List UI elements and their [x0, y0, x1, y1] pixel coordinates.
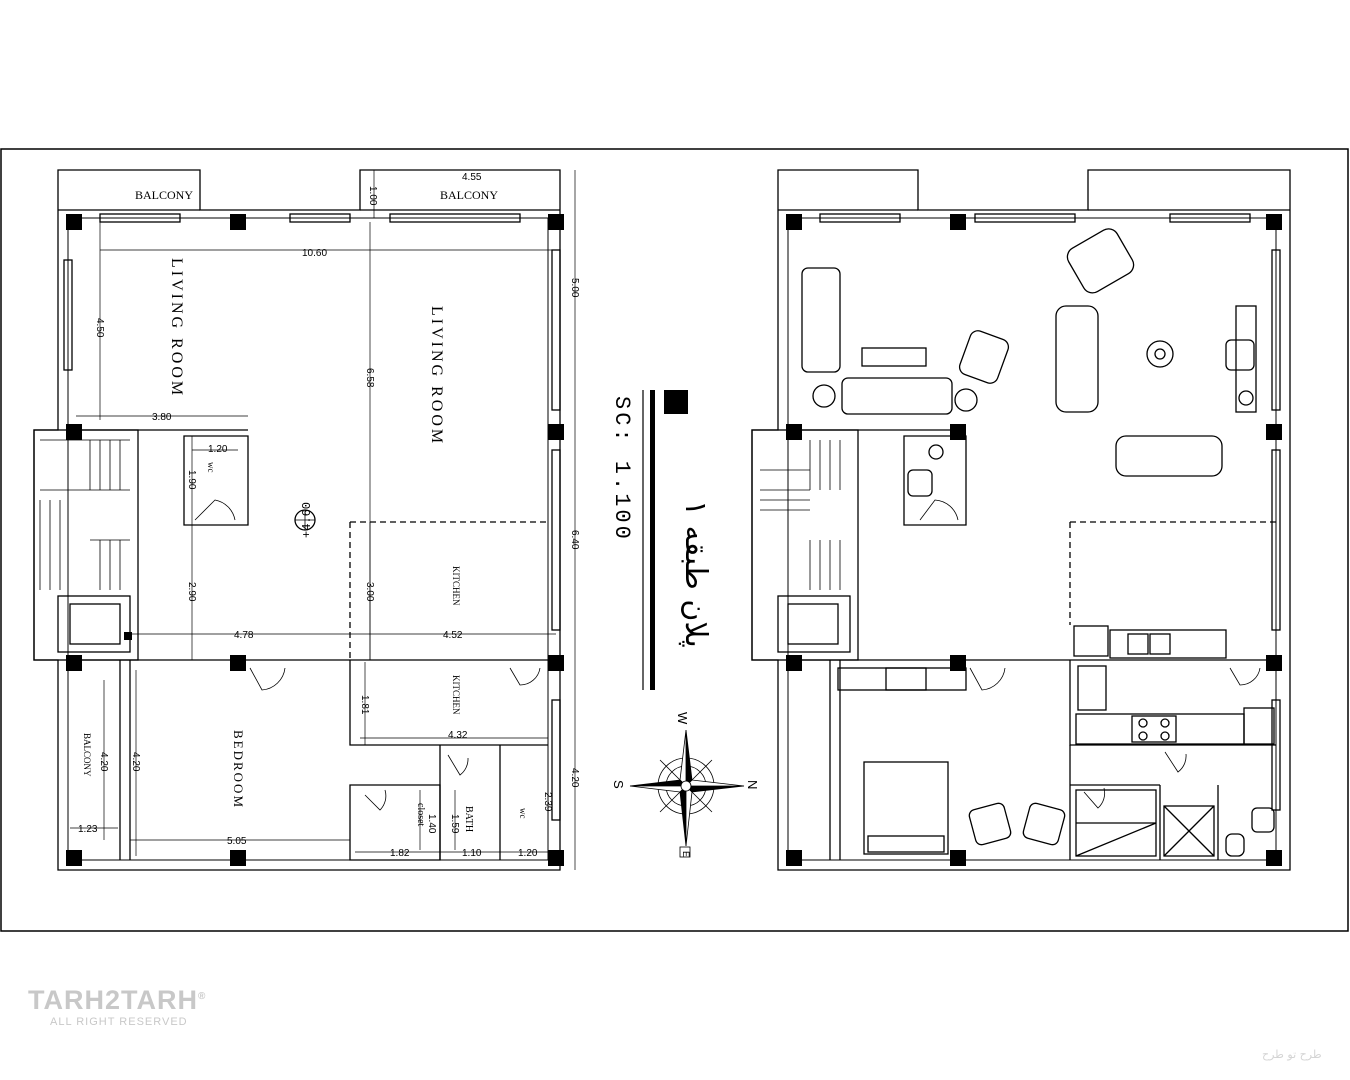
dim-420b: 4.20	[130, 752, 141, 772]
balcony-side-label: BALCONY	[82, 733, 92, 777]
living-room-b-label: LIVING ROOM	[428, 306, 445, 446]
dim-120a: 1.20	[208, 444, 228, 455]
compass-s: S	[611, 780, 626, 789]
watermark-rights: ALL RIGHT RESERVED	[50, 1016, 188, 1028]
title-square	[664, 390, 688, 414]
plan-labels: BALCONY BALCONY LIVING ROOM LIVING ROOM …	[82, 188, 528, 832]
dim-100: 1.00	[367, 186, 378, 206]
dim-120b: 1.20	[518, 848, 538, 859]
dim-239: 2.39	[542, 792, 553, 812]
dim-420c: 4.20	[569, 768, 580, 788]
dim-432: 4.32	[448, 730, 468, 741]
balcony-left-label: BALCONY	[135, 188, 193, 202]
kitchen-lower-label: KITCHEN	[451, 675, 461, 715]
outer-wall-furnished	[751, 169, 1291, 871]
north-arrow	[629, 729, 745, 858]
sheet-frame	[0, 148, 1349, 932]
scale-label: SC: 1.100	[609, 396, 634, 542]
dim-450: 4.50	[94, 318, 105, 338]
dim-1060: 10.60	[302, 248, 327, 259]
dim-140: 1.40	[426, 814, 437, 834]
dim-658: 6.58	[364, 368, 375, 388]
title-bar-thick	[650, 390, 655, 690]
bedroom-label: BEDROOM	[231, 730, 246, 809]
watermark-brand: TARH2TARH	[28, 985, 198, 1015]
compass-e: E	[681, 851, 691, 857]
dim-300: 3.00	[364, 582, 375, 602]
wc-upper-label: wc	[206, 462, 216, 473]
level-label: +4.60	[300, 502, 314, 538]
dim-110: 1.10	[462, 848, 482, 859]
dim-455: 4.55	[462, 172, 482, 183]
watermark-logo: TARH2TARH® ALL RIGHT RESERVED	[28, 985, 206, 1028]
registered-mark: ®	[198, 991, 207, 1002]
living-room-a-label: LIVING ROOM	[168, 258, 185, 398]
dimension-texts: 4.55 1.00 10.60 5.00 4.50 6.58 3.80 1.20…	[78, 172, 580, 859]
dim-159: 1.59	[449, 814, 460, 834]
dim-640: 6.40	[569, 530, 580, 550]
wc-upper-wall	[183, 435, 249, 526]
watermark-arabic: طرح تو طرح	[1262, 1048, 1322, 1061]
dim-380: 3.80	[152, 412, 172, 423]
dim-181: 1.81	[359, 695, 370, 715]
dim-182: 1.82	[390, 848, 410, 859]
closet-label: closet	[415, 803, 426, 827]
dim-190: 1.90	[186, 470, 197, 490]
balcony-right-label: BALCONY	[440, 188, 498, 202]
kitchen-upper-label: KITCHEN	[451, 566, 461, 606]
dim-123: 1.23	[78, 824, 98, 835]
dim-452: 4.52	[443, 630, 463, 641]
dim-500: 5.00	[569, 278, 580, 298]
compass-n: N	[745, 780, 760, 789]
bath-label: BATH	[463, 806, 474, 832]
dim-290: 2.90	[186, 582, 197, 602]
dim-478: 4.78	[234, 630, 254, 641]
dim-420a: 4.20	[98, 752, 109, 772]
dim-505: 5.05	[227, 836, 247, 847]
furnished-plan	[751, 169, 1291, 871]
columns	[66, 214, 564, 866]
wc-lower-label: wc	[518, 808, 528, 819]
plan-title: پلان طبقه ۱	[678, 500, 713, 648]
title-block: SC: 1.100 پلان طبقه ۱	[609, 390, 713, 690]
columns-furnished	[786, 214, 1282, 866]
dimensioned-plan	[33, 169, 576, 871]
compass-w: W	[675, 712, 690, 725]
